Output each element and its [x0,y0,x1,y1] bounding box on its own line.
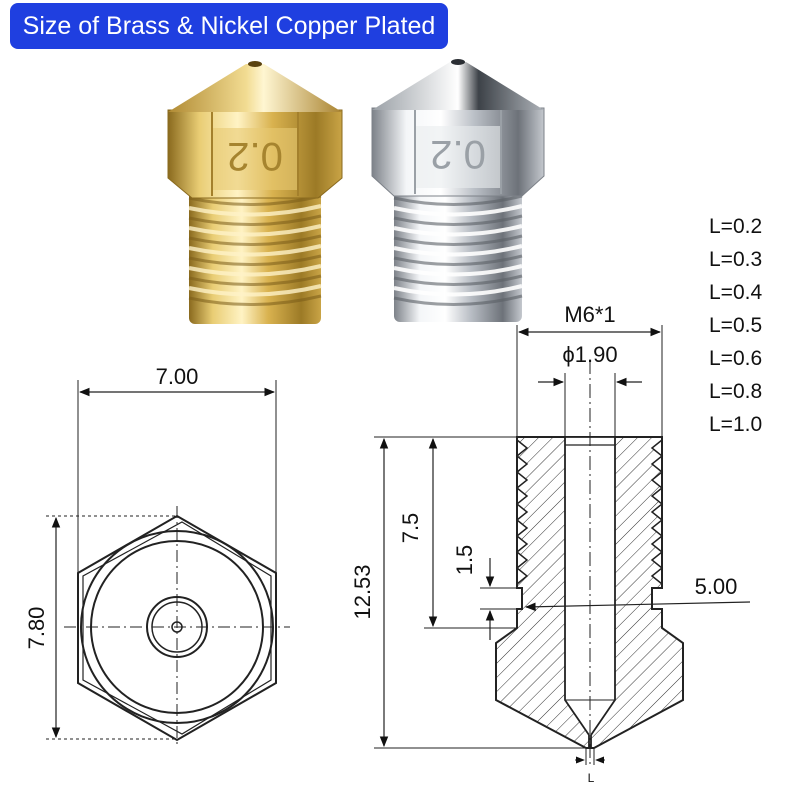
nozzle-size-item: L=0.4 [709,281,762,304]
nickel-nozzle-threads [393,186,523,322]
nozzle-size-item: L=0.8 [709,380,762,403]
nickel-nozzle-photo: 0.2 [371,59,545,322]
tip-length-label: L [588,771,595,785]
total-length-label: 12.53 [350,564,375,619]
thread-length-label: 7.5 [398,513,423,544]
thread-size-label: M6*1 [564,302,615,327]
brass-nozzle-threads [188,186,322,324]
bore-diameter-label: ϕ1.90 [562,342,617,367]
relief-diameter-label: 5.00 [695,574,738,599]
nickel-nozzle-cone [372,62,544,110]
section-view-drawing [374,325,751,765]
nozzle-size-list: L=0.2 L=0.3 L=0.4 L=0.5 L=0.6 L=0.8 L=1.… [709,215,762,436]
front-view-drawing [46,380,290,748]
brass-nozzle-size-marking: 0.2 [227,134,283,178]
front-view-width-label: 7.00 [156,364,199,389]
nozzle-size-item: L=1.0 [709,413,762,436]
nozzle-size-item: L=0.3 [709,248,762,271]
nozzle-size-item: L=0.5 [709,314,762,337]
title-banner: Size of Brass & Nickel Copper Plated [10,3,448,49]
relief-length-label: 1.5 [452,545,477,576]
brass-nozzle-cone [168,64,342,112]
nickel-nozzle-size-marking: 0.2 [430,132,486,176]
nozzle-size-item: L=0.6 [709,347,762,370]
brass-nozzle-photo: 0.2 [167,61,343,324]
nozzle-size-item: L=0.2 [709,215,762,238]
front-view-height-label: 7.80 [24,607,49,650]
